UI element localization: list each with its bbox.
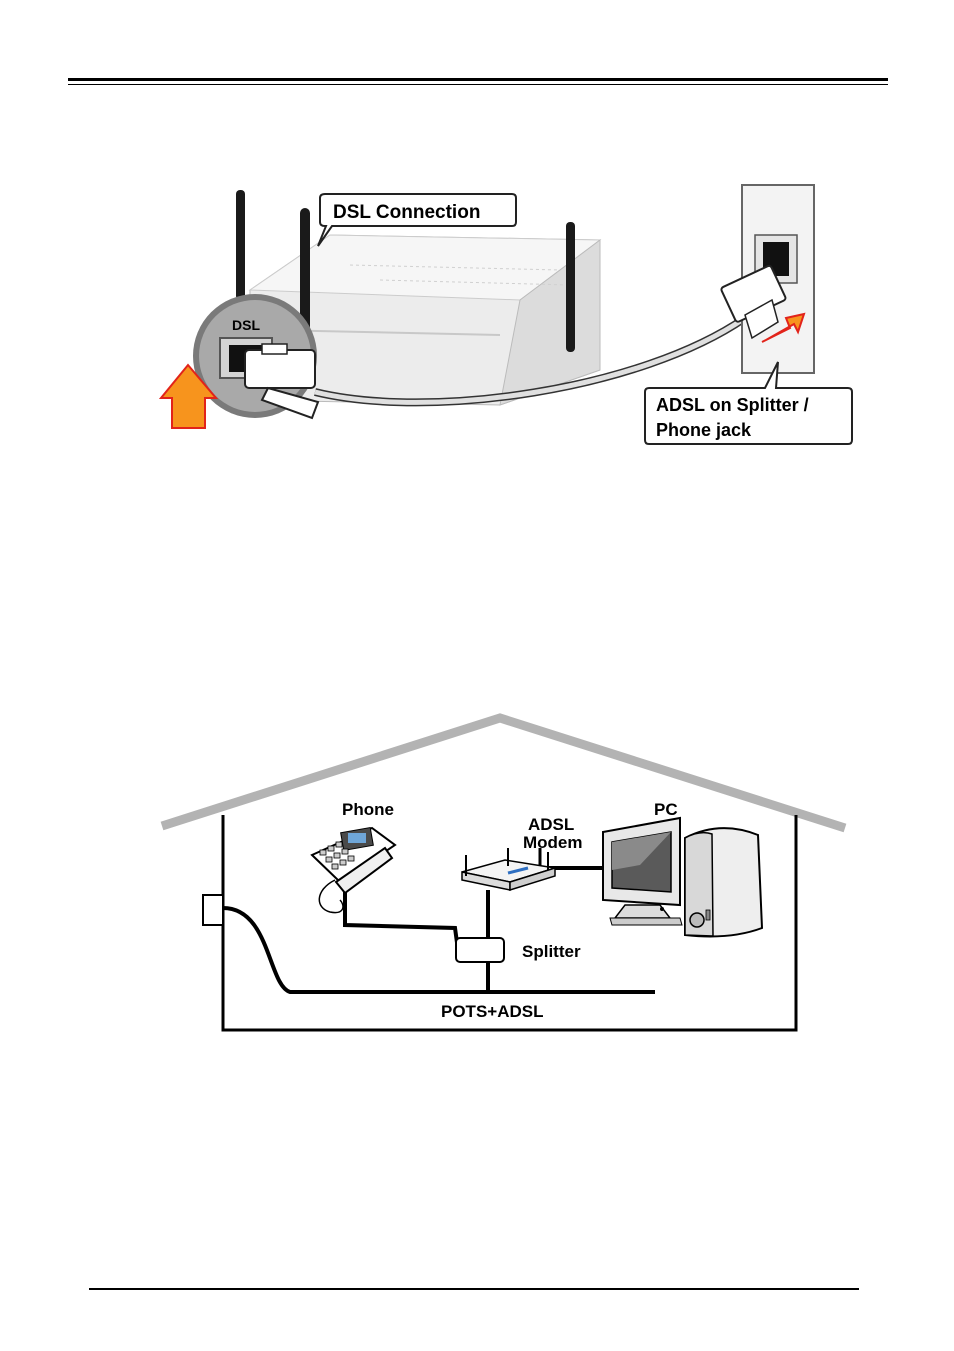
rj11-plug-icon [244, 343, 320, 420]
pc-label: PC [654, 800, 678, 819]
pots-adsl-label: POTS+ADSL [441, 1002, 544, 1021]
dsl-port-label: DSL [232, 317, 260, 333]
modem-label-line1: ADSL [528, 815, 574, 834]
header-rule-thick [68, 78, 888, 81]
pc-tower-icon [684, 827, 764, 938]
pots-adsl-line [222, 906, 655, 994]
modem-label-line2: Modem [523, 833, 583, 852]
phone-label: Phone [342, 800, 394, 819]
house-roof [160, 713, 847, 833]
callout-splitter: ADSL on Splitter / Phone jack [644, 361, 853, 445]
wall-jack-icon [720, 184, 815, 374]
callout-dsl-connection: DSL Connection [317, 193, 517, 247]
callout-splitter-line2: Phone jack [656, 420, 752, 440]
telephone-icon [310, 826, 397, 914]
insert-arrow-right-icon [761, 312, 806, 343]
callout-splitter-line1: ADSL on Splitter / [656, 395, 809, 415]
splitter-label: Splitter [522, 942, 581, 961]
line-entry-box [202, 894, 224, 926]
footer-rule [89, 1288, 859, 1290]
monitor-icon [602, 816, 683, 926]
modem-icon [461, 848, 556, 892]
callout-dsl-connection-text: DSL Connection [333, 202, 480, 223]
splitter-box [455, 937, 505, 963]
header-rule-thin [68, 84, 888, 85]
insert-arrow-icon [158, 363, 219, 429]
figure-house-wiring: Phone PC ADSL Modem Splitter POTS+ADSL [160, 713, 847, 1032]
